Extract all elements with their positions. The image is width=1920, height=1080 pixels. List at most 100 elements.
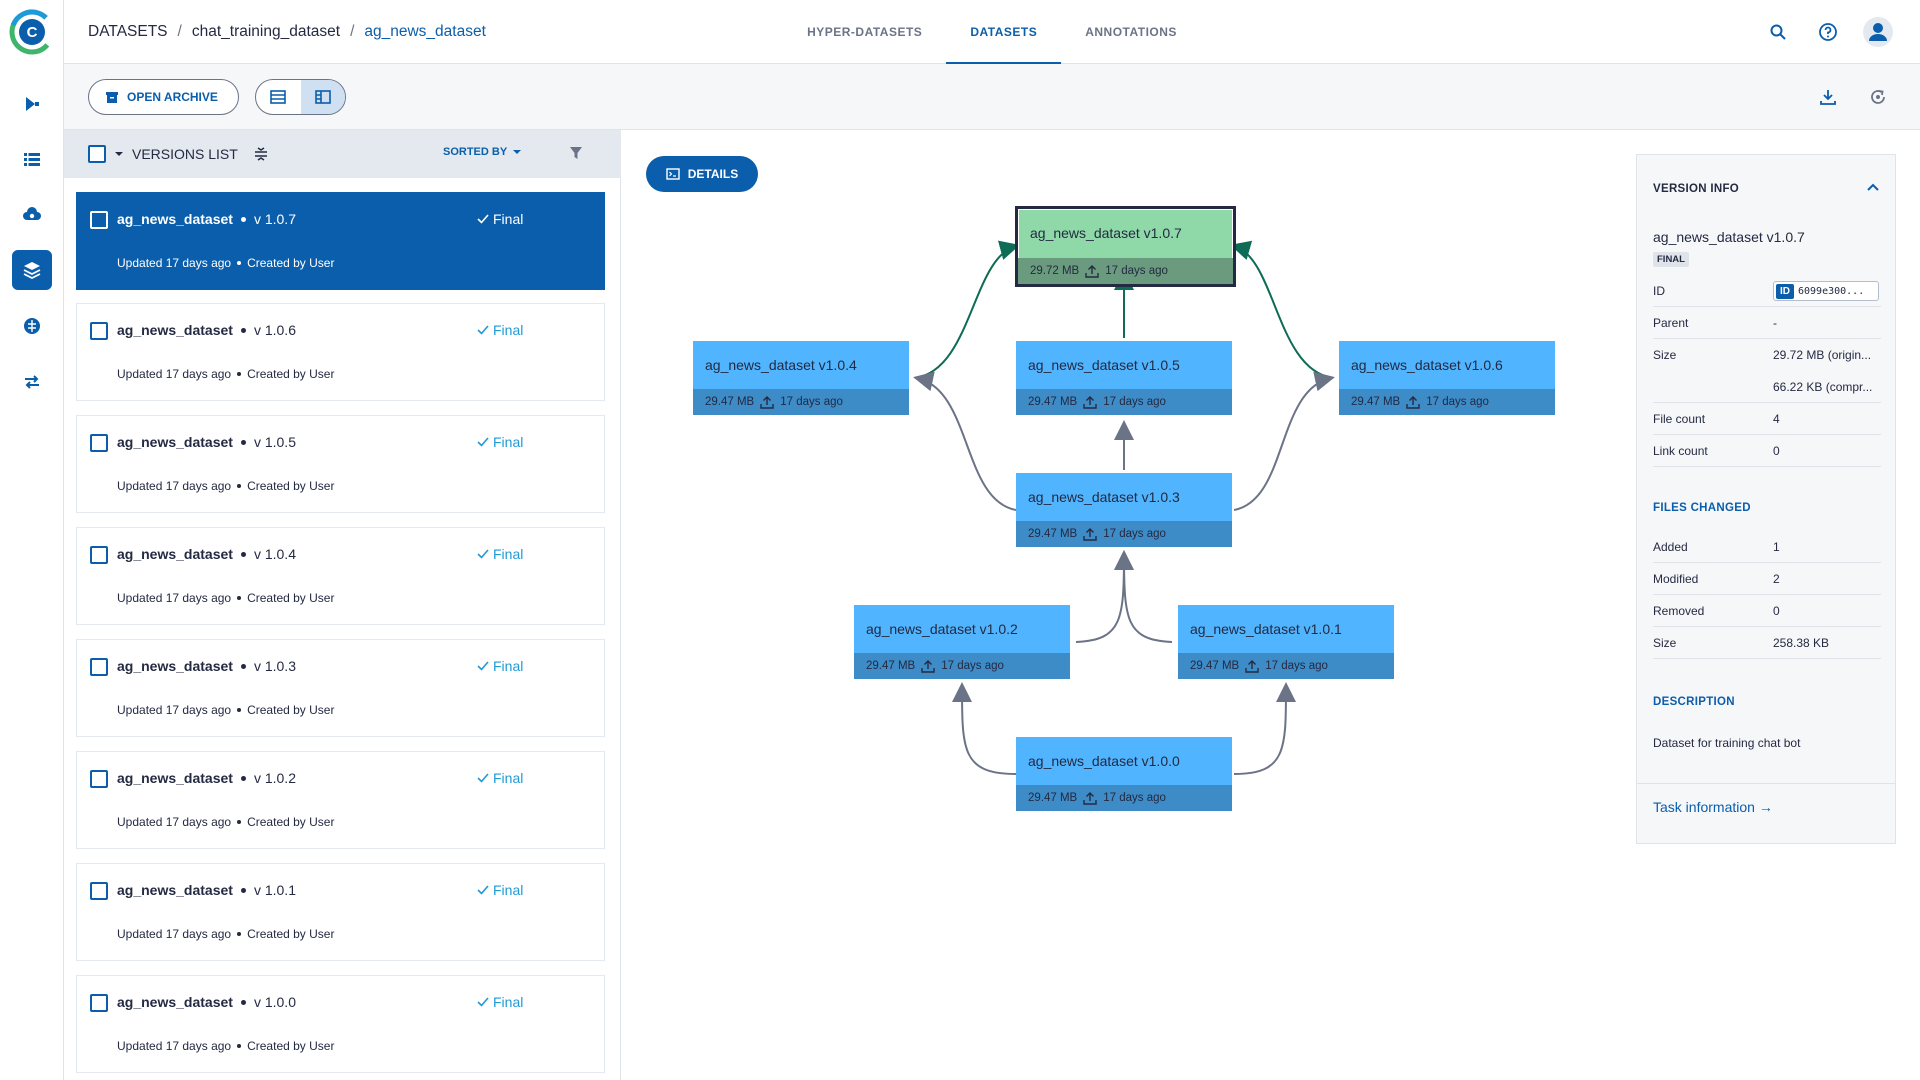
check-icon <box>477 549 489 559</box>
added-label: Added <box>1653 540 1688 554</box>
chevron-up-icon[interactable] <box>1867 183 1879 191</box>
files-changed-title: FILES CHANGED <box>1653 502 1751 514</box>
row-checkbox[interactable] <box>90 546 108 564</box>
node-age: 17 days ago <box>1265 660 1328 672</box>
models-icon[interactable] <box>12 196 52 236</box>
open-archive-button[interactable]: OPEN ARCHIVE <box>88 79 239 115</box>
node-size: 29.47 MB <box>1028 528 1078 540</box>
status-label: Final <box>493 658 524 674</box>
datasets-icon[interactable] <box>12 250 52 290</box>
updated-text: Updated 17 days ago <box>117 367 232 381</box>
node-title: ag_news_dataset v1.0.0 <box>1028 753 1180 769</box>
table-view-button[interactable] <box>256 80 301 114</box>
view-toggle <box>255 79 346 115</box>
help-icon[interactable] <box>1812 16 1844 48</box>
node-age: 17 days ago <box>941 660 1004 672</box>
breadcrumb-root[interactable]: DATASETS <box>88 23 168 40</box>
tab-hyper-datasets[interactable]: HYPER-DATASETS <box>807 25 923 39</box>
updated-text: Updated 17 days ago <box>117 256 232 270</box>
row-checkbox[interactable] <box>90 211 108 229</box>
row-checkbox[interactable] <box>90 994 108 1012</box>
chevron-down-icon <box>513 149 522 154</box>
workers-icon[interactable] <box>12 362 52 402</box>
status-label: Final <box>493 770 524 786</box>
link-count-label: Link count <box>1653 444 1708 458</box>
node-size: 29.47 MB <box>1351 396 1401 408</box>
brain-icon[interactable] <box>12 306 52 346</box>
row-checkbox[interactable] <box>90 658 108 676</box>
chevron-down-icon[interactable] <box>114 151 124 157</box>
file-count-label: File count <box>1653 412 1706 426</box>
pipelines-icon[interactable] <box>12 84 52 124</box>
tab-datasets[interactable]: DATASETS <box>946 0 1062 64</box>
row-checkbox[interactable] <box>90 322 108 340</box>
search-icon[interactable] <box>1762 16 1794 48</box>
edge-106-107 <box>1230 240 1334 379</box>
clearml-logo[interactable]: C <box>8 8 56 56</box>
refresh-icon[interactable] <box>1862 81 1894 113</box>
id-label: ID <box>1653 284 1665 298</box>
status-badge: Final <box>477 770 523 786</box>
status-label: Final <box>493 434 524 450</box>
node-size: 29.47 MB <box>1028 792 1078 804</box>
details-button[interactable]: DETAILS <box>646 156 758 192</box>
version-number: v 1.0.3 <box>253 658 296 674</box>
parent-label: Parent <box>1653 316 1689 330</box>
changed-size-value: 258.38 KB <box>1773 636 1830 650</box>
parent-value: - <box>1773 316 1777 330</box>
status-badge: Final <box>477 434 523 450</box>
task-information-link[interactable]: Task information → <box>1653 799 1773 815</box>
density-icon[interactable] <box>254 146 268 162</box>
node-title: ag_news_dataset v1.0.7 <box>1030 225 1182 241</box>
download-icon[interactable] <box>1812 81 1844 113</box>
row-checkbox[interactable] <box>90 434 108 452</box>
details-view-button[interactable] <box>300 80 345 114</box>
updated-text: Updated 17 days ago <box>117 479 232 493</box>
row-checkbox[interactable] <box>90 882 108 900</box>
sort-dropdown[interactable]: SORTED BY <box>443 146 522 158</box>
upload-icon <box>1083 395 1097 409</box>
tab-annotations[interactable]: ANNOTATIONS <box>1085 25 1177 39</box>
status-badge: Final <box>477 994 523 1010</box>
select-all-checkbox[interactable] <box>88 145 106 163</box>
size-original: 29.72 MB (origin... <box>1773 348 1872 362</box>
filter-icon[interactable] <box>569 146 583 160</box>
added-row: Added 1 <box>1653 531 1881 563</box>
user-avatar-icon[interactable] <box>1862 16 1894 48</box>
svg-text:C: C <box>27 24 38 41</box>
toolbar: OPEN ARCHIVE <box>64 64 1920 130</box>
status-badge: Final <box>477 658 523 674</box>
experiments-icon[interactable] <box>12 140 52 180</box>
breadcrumb-project[interactable]: chat_training_dataset <box>191 23 341 40</box>
row-checkbox[interactable] <box>90 770 108 788</box>
link-count-row: Link count 0 <box>1653 435 1881 467</box>
parent-row: Parent - <box>1653 307 1881 339</box>
